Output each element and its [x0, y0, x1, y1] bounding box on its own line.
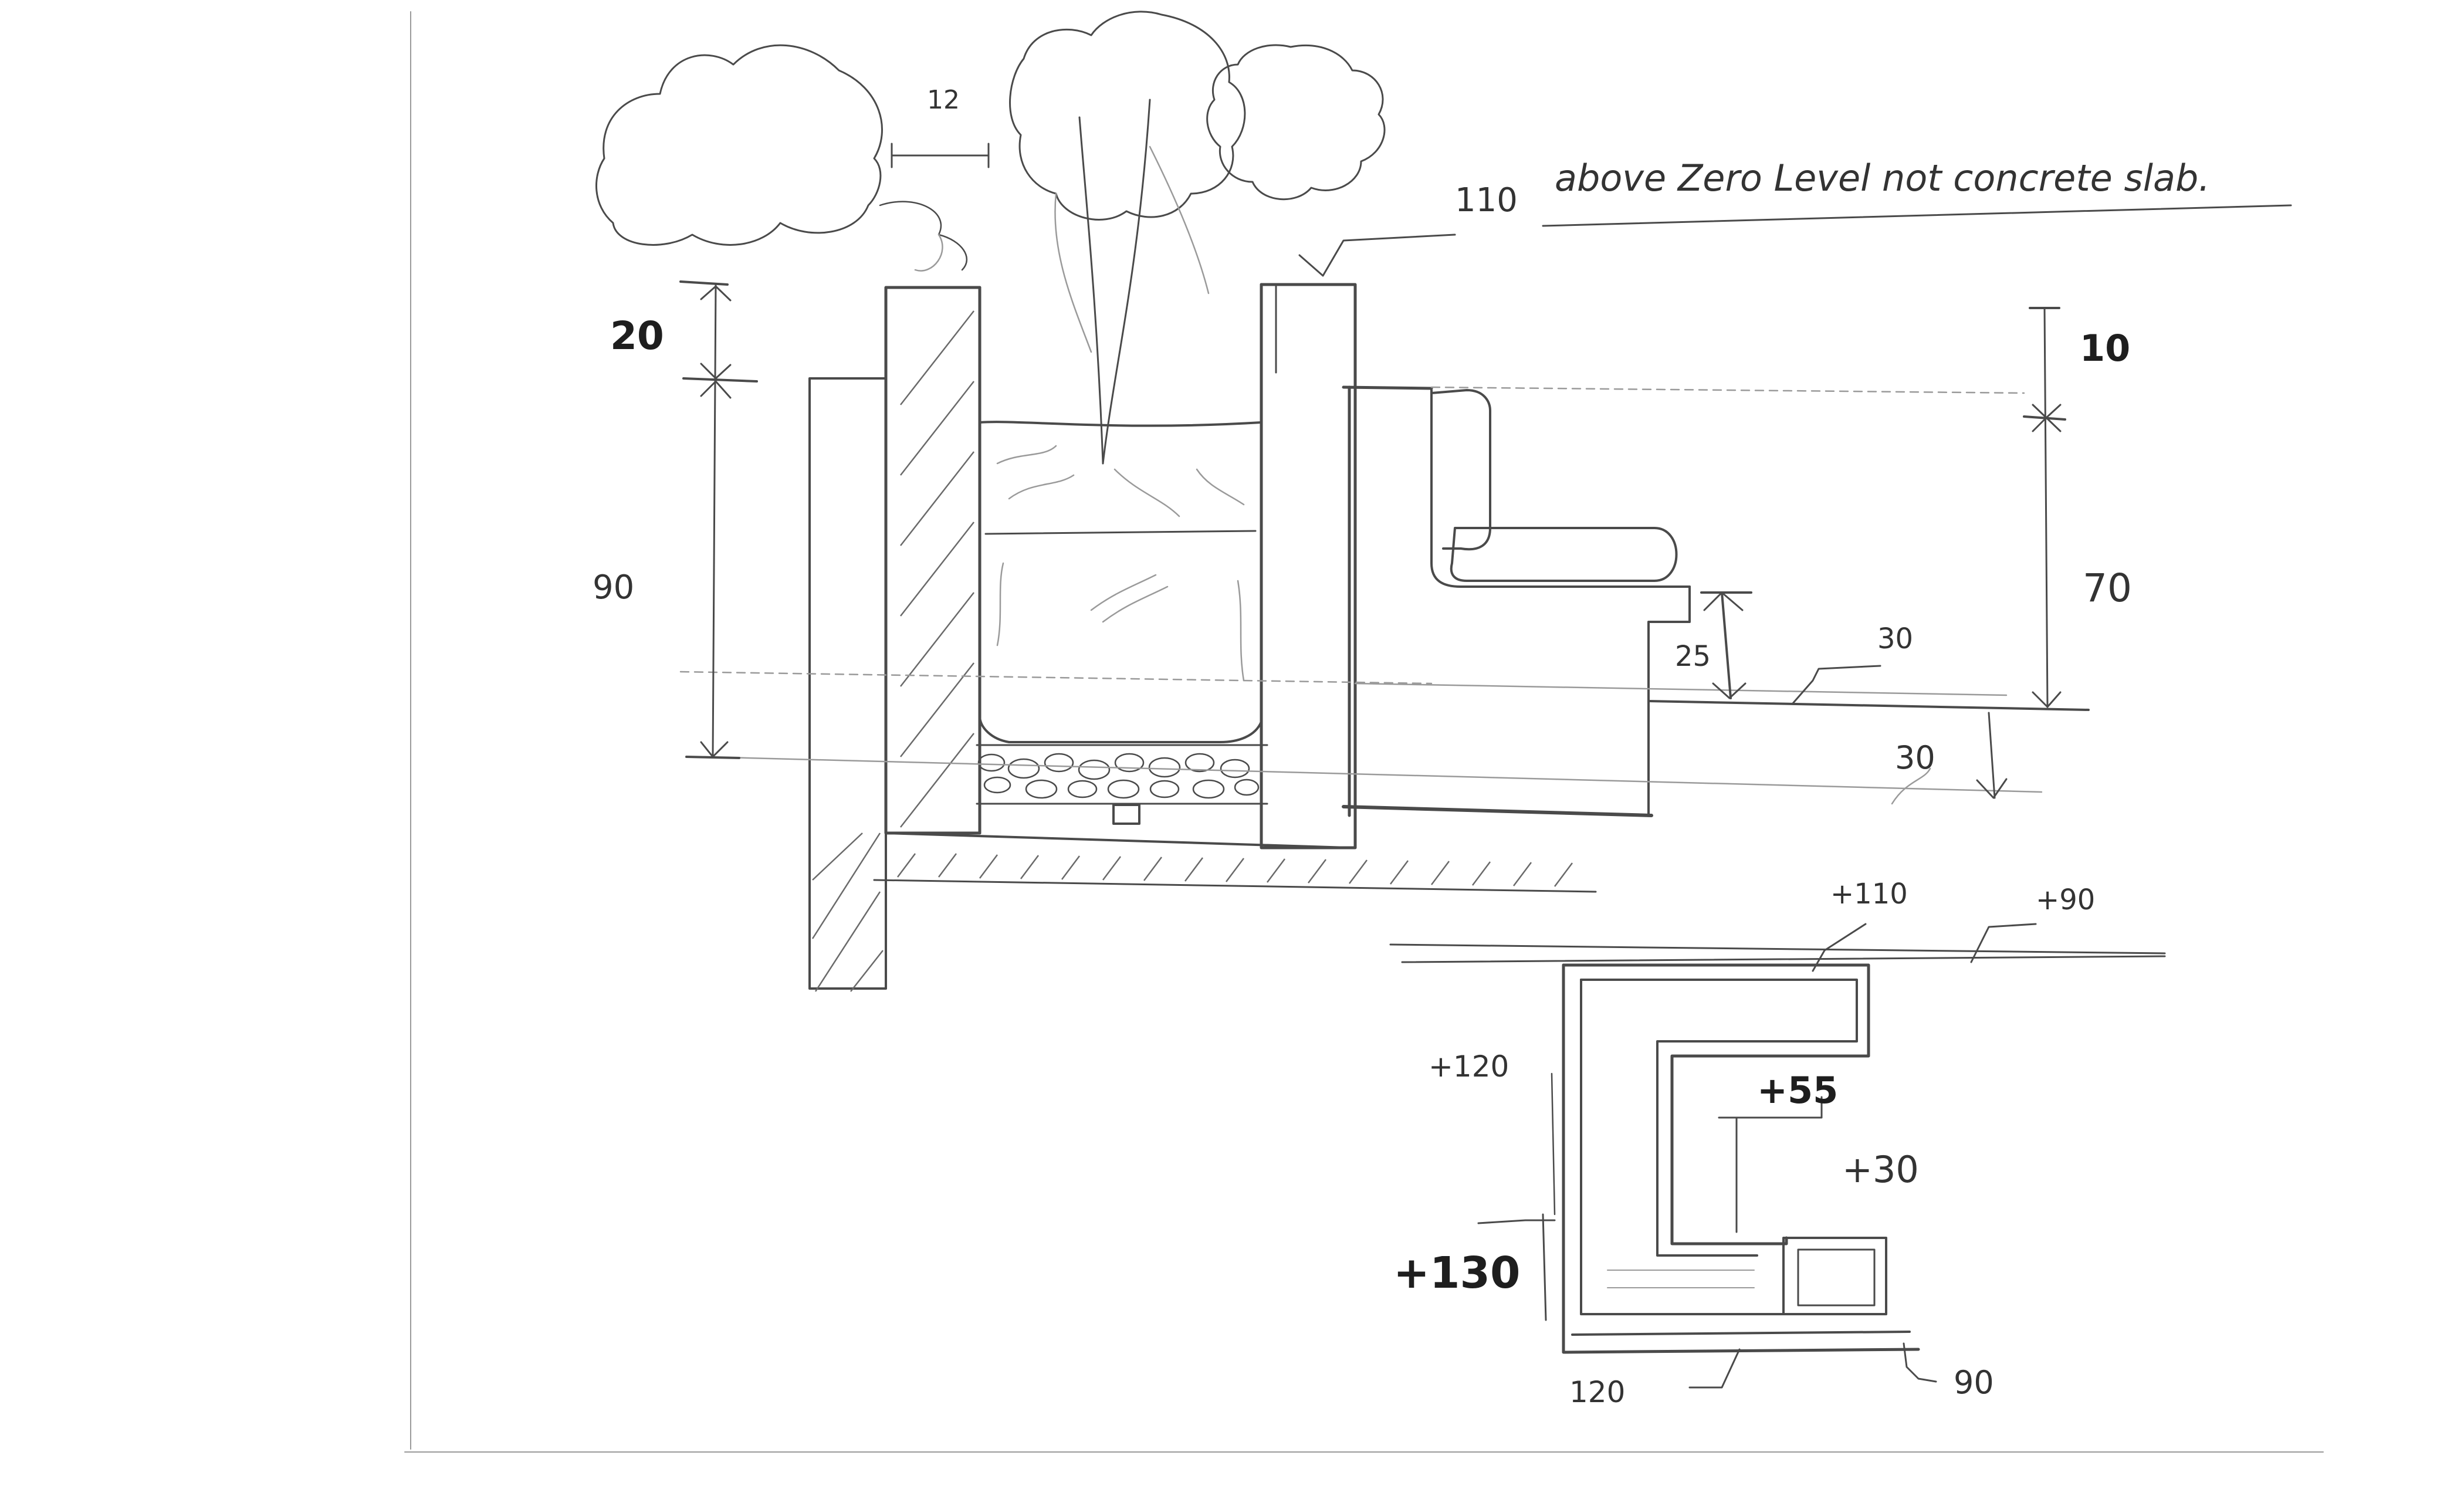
drain-outlet [1112, 804, 1140, 825]
planter-top-dim-label: 20 [610, 313, 664, 358]
leader-top-right [1970, 923, 2037, 963]
dim-right [2023, 307, 2066, 708]
plan-top-edge-2 [1401, 955, 2166, 963]
datum-line-upper [1430, 386, 2025, 394]
ground-hatch [897, 853, 1573, 887]
dim-sunken [1891, 712, 2008, 805]
plan-planter-outline [1562, 963, 1870, 1245]
note-text: above Zero Level not concrete slab. [1555, 157, 2210, 199]
note-underline [1542, 204, 2292, 227]
dim-step [1700, 591, 1752, 699]
plan-seat-box [1782, 1237, 1887, 1315]
plan-top-right-level-label: +90 [2036, 884, 2095, 916]
seat-step-dim-label: 25 [1675, 640, 1711, 673]
leader-bottom-right [1903, 1342, 1937, 1383]
soil-layer-line [984, 530, 1257, 535]
exterior-wall-hatch [811, 832, 884, 992]
sunken-depth-dim-label: 30 [1895, 739, 1935, 776]
floor-level-marker [1791, 665, 1881, 705]
leader-top-level [1812, 923, 1867, 972]
seat-cushion [1450, 527, 1678, 582]
seat-height-dim-label: 70 [2083, 566, 2132, 611]
plan-left-level-label: +120 [1429, 1050, 1509, 1084]
plan-bottom-left-level-label: +130 [1393, 1248, 1520, 1298]
planter-soil [979, 421, 1263, 743]
lounge-seat [1342, 385, 1691, 817]
tree-dim-label: 12 [927, 85, 960, 115]
plan-top-edge [1389, 943, 2166, 955]
wall-height-dim-label: 90 [593, 568, 634, 607]
exterior-low-wall [808, 377, 887, 990]
ground-slab [885, 832, 1351, 849]
tree-canopy [595, 11, 1386, 465]
floor-level-dim-label: 30 [1877, 622, 1913, 655]
plan-bottom-dim-label: 120 [1569, 1375, 1625, 1409]
plan-floor-level-label: +30 [1842, 1148, 1919, 1191]
section-drawing: 12 110 above Zero Level not concrete sla… [593, 11, 2292, 992]
leader-bottom [1688, 1348, 1741, 1389]
ground-line [873, 879, 1597, 893]
seat-floor-line [1647, 700, 2090, 711]
plan-bottom-right-level-label: 90 [1954, 1364, 1994, 1401]
datum-line-low [703, 756, 2043, 793]
plan-top-level-label: +110 [1830, 878, 1908, 911]
plan-seat-level-label: +55 [1757, 1069, 1838, 1112]
backrest-dim-label: 10 [2080, 327, 2130, 370]
note-level-label: 110 [1455, 181, 1518, 219]
plan-drawing: +110 +90 +120 +55 +30 +130 120 90 [1389, 878, 2166, 1409]
datum-line-mid [679, 671, 1433, 685]
dim-left [679, 280, 758, 759]
soil-texture [996, 445, 1245, 682]
planter-left-wall-hatch [900, 310, 974, 828]
level-marker [1298, 233, 1456, 277]
